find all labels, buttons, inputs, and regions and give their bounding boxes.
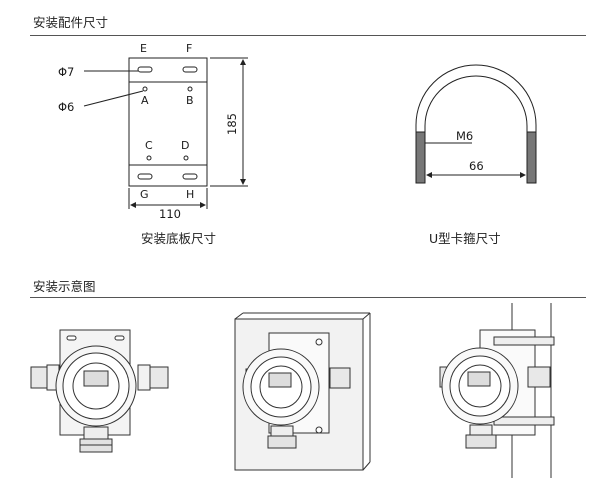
accessories-divider [30,35,586,36]
hole-d [183,155,189,161]
dim-width-value: 110 [159,207,181,221]
ubolt-outer-arc [415,64,537,132]
label-h: H [186,188,194,201]
ubolt-left-thread [415,131,426,184]
hole-round-label: Φ6 [58,100,74,114]
label-g: G [140,188,149,201]
ubolt-span-label: 66 [469,159,484,173]
slot-g [137,173,153,180]
ubolt-caption: U型卡箍尺寸 [429,231,501,246]
front-left-gland [30,366,50,389]
front-display [83,370,109,387]
ubolt-drawing [415,64,537,184]
label-f: F [186,42,192,55]
leader-phi6 [83,90,144,107]
install-illustration-pipe [439,303,555,478]
hole-b [187,86,193,92]
label-e: E [140,42,147,55]
hole-slot-label: Φ7 [58,65,74,79]
dim-height-value: 185 [225,113,239,135]
label-c: C [145,139,153,152]
baseplate-outline [128,57,208,187]
install-divider [30,297,586,298]
install-section-title: 安装示意图 [33,279,96,294]
ubolt-right-thread [526,131,537,184]
slot-e [137,66,153,73]
label-a: A [141,94,149,107]
accessories-section-title: 安装配件尺寸 [33,15,109,30]
hole-c [146,155,152,161]
baseplate-drawing [83,57,248,209]
hole-a [142,86,148,92]
baseplate-caption: 安装底板尺寸 [141,231,217,246]
slot-f [182,66,198,73]
ubolt-thread-label: M6 [456,129,473,143]
front-right-gland [147,366,169,389]
label-b: B [186,94,194,107]
label-d: D [181,139,189,152]
install-illustration-wall [234,312,371,471]
slot-h [182,173,198,180]
install-illustration-front [30,329,169,453]
ubolt-inner-arc [424,75,528,132]
front-sensor [83,426,109,440]
